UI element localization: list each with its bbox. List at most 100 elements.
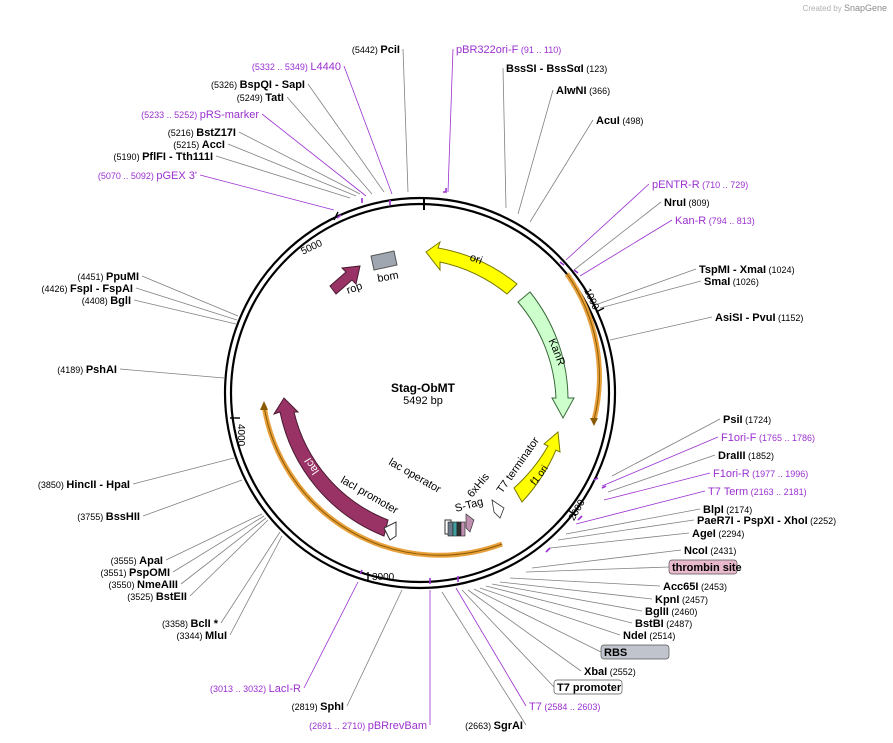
label-smai[interactable]: SmaI (1026): [704, 276, 759, 288]
label-xbai[interactable]: XbaI (2552): [584, 666, 636, 678]
feature-bom-box[interactable]: [370, 250, 398, 271]
label-tati[interactable]: (5249) TatI: [237, 92, 284, 104]
feature-f1ori-arrow[interactable]: [513, 430, 561, 503]
label-pbrrevbam[interactable]: (2691 .. 2710) pBRrevBam: [309, 720, 427, 732]
label-text-pspomi: (3551) PspOMI: [101, 567, 170, 579]
label-f1ori-r[interactable]: F1ori-R (1977 .. 1996): [713, 468, 808, 480]
label-bstz17i[interactable]: (5216) BstZ17I: [168, 127, 236, 139]
label-pcii[interactable]: (5442) PciI: [352, 44, 400, 56]
label-pflfi[interactable]: (5190) PflFI - Tth111I: [114, 151, 213, 163]
label-l4440[interactable]: (5332 .. 5349) L4440: [252, 61, 341, 73]
feature-t7-terminator-mark[interactable]: [491, 499, 505, 519]
leader-bstbi: [485, 585, 633, 624]
label-acui-pos: (498): [620, 116, 644, 126]
mark-f1ori-r: [601, 485, 607, 489]
label-paer7i[interactable]: PaeR7I - PspXI - XhoI (2252): [697, 515, 836, 527]
label-kan-r[interactable]: Kan-R (794 .. 813): [675, 215, 755, 227]
feature-rbs-box[interactable]: [447, 521, 454, 537]
label-pspomi[interactable]: (3551) PspOMI: [101, 567, 170, 579]
label-bsteii-name: BstEII: [156, 591, 187, 603]
label-alwni[interactable]: AlwNI (366): [556, 85, 610, 97]
plasmid-length: 5492 bp: [403, 395, 443, 407]
leader-bgli: [133, 299, 237, 325]
label-text-acc65i: Acc65I (2453): [663, 581, 727, 593]
label-ncoi[interactable]: NcoI (2431): [684, 545, 736, 557]
orange-arc-kan-core: [566, 273, 600, 421]
leader-pgex-3: [199, 174, 335, 211]
label-sphi[interactable]: (2819) SphI: [292, 701, 344, 713]
label-bsshii[interactable]: (3755) BssHII: [77, 511, 140, 523]
label-psii-pos: (1724): [743, 415, 772, 425]
feature-thrombin-box[interactable]: [465, 513, 475, 533]
label-fspi[interactable]: (4426) FspI - FspAI: [42, 283, 134, 295]
label-fspi-pos: (4426): [42, 284, 71, 294]
label-blpi[interactable]: BlpI (2174): [703, 504, 752, 516]
feature-mcs-box-2[interactable]: [456, 521, 462, 537]
label-ndei[interactable]: NdeI (2514): [623, 630, 675, 642]
feature-ori-arrow[interactable]: [425, 240, 518, 295]
label-apai[interactable]: (3555) ApaI: [111, 555, 163, 567]
label-fspi-name2: - FspAI: [93, 283, 133, 295]
label-pgex-3[interactable]: (5070 .. 5092) pGEX 3': [98, 170, 197, 182]
label-bcli[interactable]: (3358) BclI *: [162, 618, 219, 630]
feature-lac-operator-label: lac operator: [387, 456, 444, 496]
label-t7[interactable]: T7 (2584 .. 2603): [529, 701, 600, 713]
label-l4440-name: L4440: [310, 61, 341, 73]
label-tspmi[interactable]: TspMI - XmaI (1024): [699, 264, 795, 276]
feature-laci-promoter-arrow[interactable]: [383, 521, 397, 541]
label-bsssi[interactable]: BssSI - BssSαI (123): [506, 63, 607, 75]
feature-kanr-arrow[interactable]: [517, 291, 575, 420]
backbone-outer-ring: [223, 196, 617, 590]
leader-draiii: [607, 454, 716, 493]
label-bsteii[interactable]: (3525) BstEII: [127, 591, 187, 603]
label-pbrrevbam-range: (2691 .. 2710): [309, 721, 368, 731]
label-text-alwni: AlwNI (366): [556, 85, 610, 97]
feature-rop-arrow[interactable]: [329, 265, 361, 295]
label-bstbi[interactable]: BstBI (2487): [635, 618, 692, 630]
feature-mcs-box-1[interactable]: [452, 521, 458, 537]
feature-laci-arrow[interactable]: [272, 397, 389, 537]
label-hincii[interactable]: (3850) HincII - HpaI: [38, 479, 130, 491]
leader-laci-r: [303, 581, 359, 689]
label-draiii[interactable]: DraIII (1852): [718, 450, 774, 462]
label-bgli[interactable]: (4408) BglI: [82, 295, 131, 307]
leader-rbs: [473, 588, 602, 653]
label-bspqi[interactable]: (5326) BspQI - SapI: [211, 79, 305, 91]
label-thrombin-site[interactable]: thrombin site: [668, 559, 742, 575]
leader-asisi: [609, 316, 713, 341]
label-acui[interactable]: AcuI (498): [596, 115, 643, 127]
feature-s-tag-box[interactable]: [460, 521, 466, 537]
label-pbr322ori-f[interactable]: pBR322ori-F (91 .. 110): [456, 44, 561, 56]
label-text-pcii: (5442) PciI: [352, 44, 400, 56]
label-text-tspmi: TspMI - XmaI (1024): [699, 264, 795, 276]
label-bglii[interactable]: BglII (2460): [645, 606, 697, 618]
label-pshai[interactable]: (4189) PshAI: [57, 364, 117, 376]
label-t7-promoter[interactable]: T7 promoter: [553, 679, 623, 695]
label-ppumi[interactable]: (4451) PpuMI: [77, 271, 139, 283]
label-nmeaiii[interactable]: (3550) NmeAIII: [109, 579, 179, 591]
label-psii[interactable]: PsiI (1724): [723, 414, 771, 426]
label-nrui[interactable]: NruI (809): [664, 197, 710, 209]
label-prs-marker[interactable]: (5233 .. 5252) pRS-marker: [141, 109, 259, 121]
label-agei[interactable]: AgeI (2294): [692, 528, 744, 540]
feature-6xhis-label: 6xHis: [465, 471, 492, 500]
label-prs-marker-name: pRS-marker: [200, 109, 260, 121]
feature-bom-label: bom: [376, 269, 399, 285]
leader-t7: [455, 587, 527, 707]
label-kpni[interactable]: KpnI (2457): [655, 594, 708, 606]
label-bcli-pos: (3358): [162, 619, 191, 629]
label-paer7i-name2: - PspXI: [734, 515, 774, 527]
label-acci[interactable]: (5215) AccI: [173, 139, 225, 151]
label-pentr-r[interactable]: pENTR-R (710 .. 729): [652, 179, 748, 191]
leader-sphi: [346, 589, 403, 707]
label-mlui[interactable]: (3344) MluI: [176, 630, 227, 642]
label-f1ori-f[interactable]: F1ori-F (1765 .. 1786): [721, 432, 815, 444]
label-t7-term[interactable]: T7 Term (2163 .. 2181): [708, 486, 807, 498]
label-acc65i[interactable]: Acc65I (2453): [663, 581, 727, 593]
label-laci-r[interactable]: (3013 .. 3032) LacI-R: [210, 683, 301, 695]
label-asisi[interactable]: AsiSI - PvuI (1152): [715, 312, 803, 324]
leader-bcli: [220, 531, 281, 624]
label-sgrai[interactable]: (2663) SgrAI: [465, 720, 523, 732]
leader-pspomi: [172, 515, 265, 573]
label-rbs[interactable]: RBS: [600, 644, 670, 660]
